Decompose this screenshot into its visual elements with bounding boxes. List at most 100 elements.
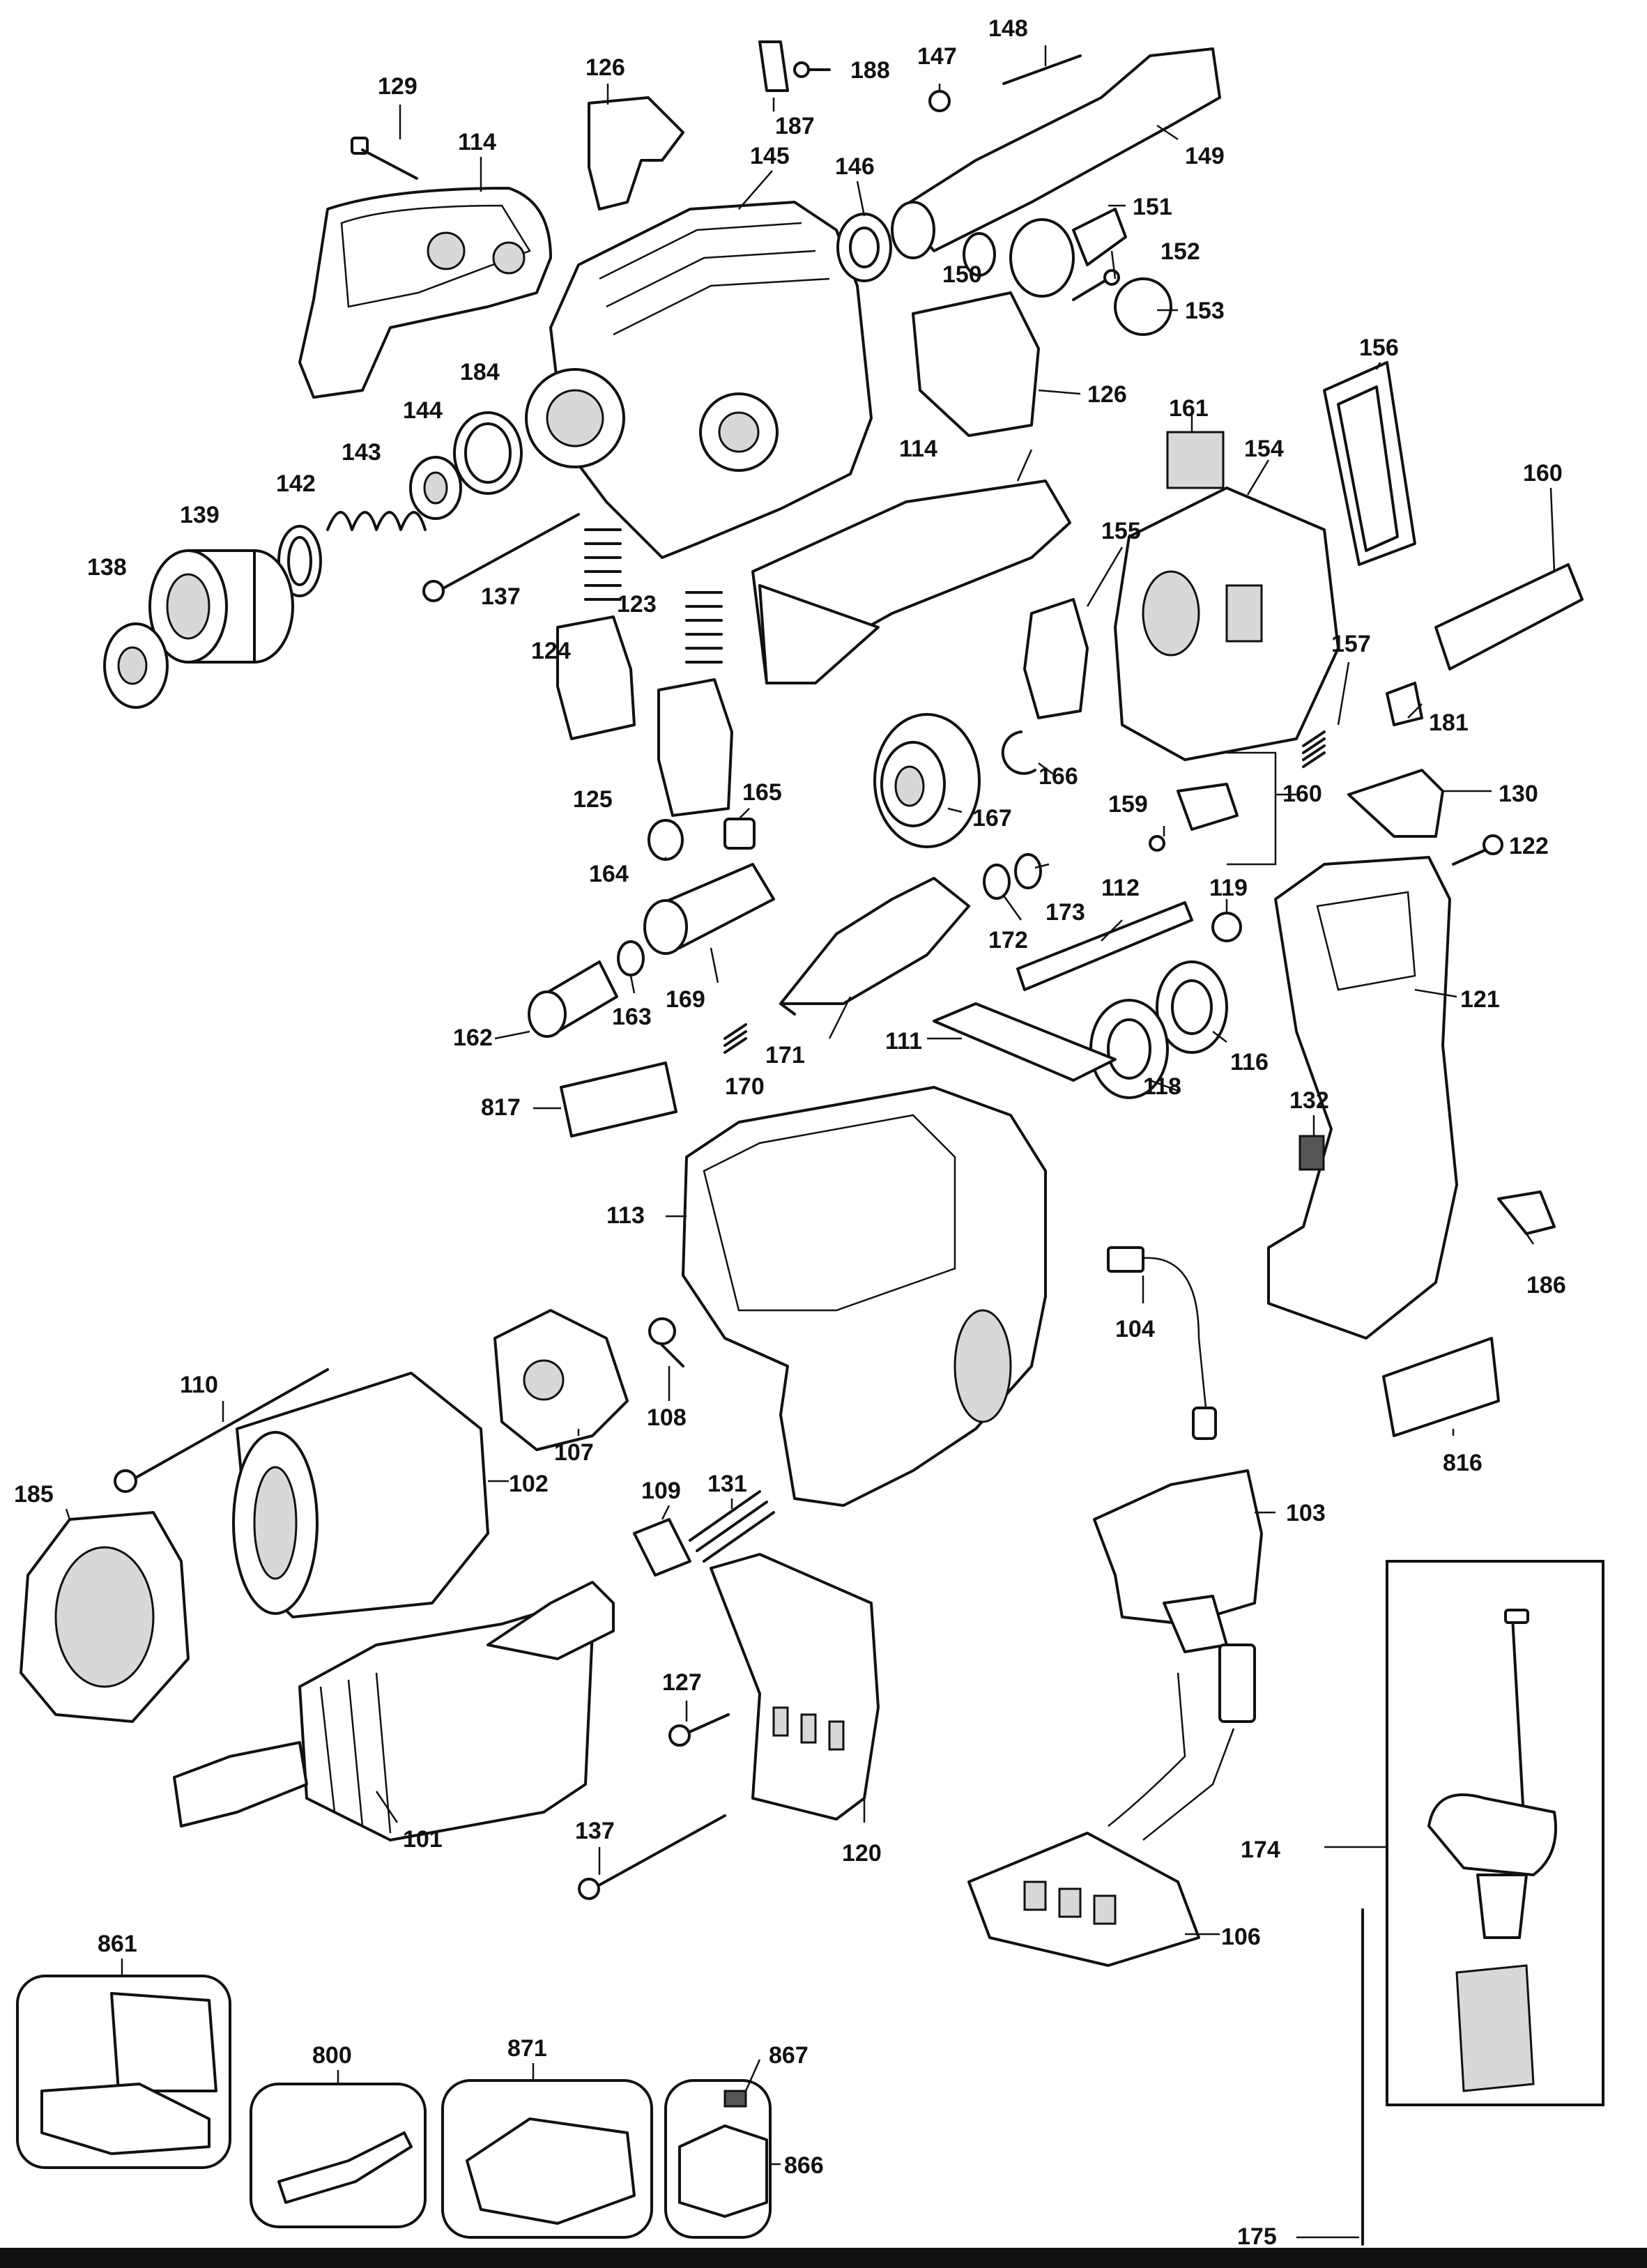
- label-163: 163: [612, 1004, 652, 1030]
- part-121-handle: [1267, 856, 1458, 1340]
- label-123: 123: [617, 591, 657, 618]
- part-155-clamp: [1023, 598, 1089, 719]
- label-148: 148: [988, 15, 1028, 42]
- label-116: 116: [1230, 1049, 1269, 1075]
- part-103-switch: [1093, 1469, 1263, 1723]
- footer-bar: [0, 2248, 1647, 2268]
- part-130-button: [1347, 769, 1444, 838]
- label-188: 188: [850, 57, 890, 84]
- label-861: 861: [98, 1931, 137, 1957]
- label-817: 817: [481, 1094, 521, 1121]
- part-132-block: [1299, 1135, 1325, 1171]
- part-131-spring: [689, 1490, 775, 1563]
- label-137-b: 137: [575, 1818, 615, 1844]
- part-160-selector-group: [1177, 751, 1277, 866]
- label-153: 153: [1185, 298, 1225, 324]
- label-186: 186: [1526, 1272, 1566, 1298]
- part-104-wire: [1107, 1246, 1217, 1440]
- part-126-knob-cover: [912, 291, 1040, 437]
- part-113-motor-housing: [682, 1086, 1047, 1507]
- part-148-pin: [1002, 54, 1082, 85]
- label-131: 131: [707, 1471, 747, 1497]
- label-164: 164: [589, 861, 629, 887]
- part-116-bearing: [1156, 960, 1228, 1054]
- label-172: 172: [988, 927, 1028, 953]
- part-142-ring: [277, 525, 322, 597]
- label-114-b: 114: [899, 436, 937, 462]
- label-126-b: 126: [1087, 381, 1127, 408]
- label-127: 127: [662, 1669, 702, 1696]
- part-151-selector: [1009, 208, 1127, 298]
- part-124-brush-holder: [556, 615, 636, 740]
- part-107-brush-block: [493, 1309, 629, 1451]
- label-114-a: 114: [458, 129, 496, 155]
- part-137-long-screw: [422, 513, 580, 602]
- part-127-screw: [668, 1713, 730, 1747]
- label-871: 871: [507, 2035, 547, 2062]
- part-866-battery-box: [664, 2079, 772, 2239]
- part-162-piston: [528, 960, 618, 1038]
- part-143-spring: [326, 511, 427, 531]
- part-102-field: [232, 1372, 489, 1618]
- label-126-a: 126: [585, 54, 625, 81]
- label-124: 124: [531, 638, 571, 664]
- part-120-cover: [710, 1553, 880, 1821]
- part-170-spring: [723, 1023, 747, 1054]
- label-106: 106: [1221, 1924, 1261, 1950]
- label-130: 130: [1499, 781, 1538, 807]
- part-125-brush-holder: [657, 678, 733, 817]
- part-112-lever: [1016, 901, 1193, 991]
- part-number-labels: 129 114 126 145 146 147 148 187 188 149 …: [14, 15, 1566, 2250]
- part-123-springs: [584, 528, 723, 664]
- part-154-mech-housing: [1114, 486, 1340, 761]
- label-181: 181: [1429, 710, 1469, 736]
- label-171: 171: [765, 1042, 805, 1068]
- label-150: 150: [942, 261, 982, 288]
- label-154: 154: [1244, 436, 1284, 462]
- label-129: 129: [378, 73, 418, 100]
- part-165-nut: [723, 818, 756, 850]
- part-111-baffle: [933, 1002, 1117, 1082]
- label-110: 110: [180, 1372, 218, 1398]
- label-151: 151: [1133, 194, 1172, 220]
- label-125: 125: [573, 786, 613, 813]
- label-113: 113: [606, 1202, 645, 1229]
- part-174-side-handle: [1386, 1560, 1604, 2106]
- label-169: 169: [666, 986, 705, 1013]
- label-137-a: 137: [481, 583, 521, 610]
- label-156: 156: [1359, 335, 1399, 361]
- label-800: 800: [312, 2042, 352, 2069]
- label-152: 152: [1160, 238, 1200, 265]
- part-161-chip: [1166, 431, 1225, 489]
- part-119-screw: [1211, 912, 1242, 942]
- label-139: 139: [180, 502, 220, 528]
- label-101: 101: [403, 1826, 443, 1853]
- part-114-side-housing: [751, 480, 1071, 684]
- label-160-a: 160: [1523, 460, 1563, 486]
- label-138: 138: [87, 554, 127, 581]
- label-174: 174: [1241, 1837, 1280, 1863]
- part-109-cap: [633, 1518, 691, 1577]
- label-108: 108: [647, 1404, 687, 1431]
- part-137-screw-bottom: [578, 1814, 726, 1900]
- part-185-fan-baffle: [20, 1511, 190, 1723]
- part-147-ball: [928, 90, 951, 112]
- part-173-washer: [1014, 853, 1042, 889]
- part-159-screw: [1149, 835, 1165, 852]
- leader-lines: [65, 45, 1556, 2239]
- label-173: 173: [1045, 899, 1085, 926]
- part-152-screw: [1072, 269, 1120, 301]
- label-170: 170: [725, 1073, 765, 1100]
- label-187: 187: [775, 113, 815, 139]
- part-156-gasket: [1323, 361, 1416, 566]
- part-149-spindle: [891, 47, 1221, 259]
- label-144: 144: [403, 397, 443, 424]
- part-138-cap: [103, 622, 169, 709]
- part-816-label: [1382, 1337, 1500, 1437]
- label-167: 167: [972, 805, 1012, 832]
- label-109: 109: [641, 1478, 681, 1504]
- label-142: 142: [276, 470, 316, 497]
- label-867: 867: [769, 2042, 809, 2069]
- part-101-armature: [173, 1581, 615, 1841]
- label-118: 118: [1143, 1073, 1181, 1100]
